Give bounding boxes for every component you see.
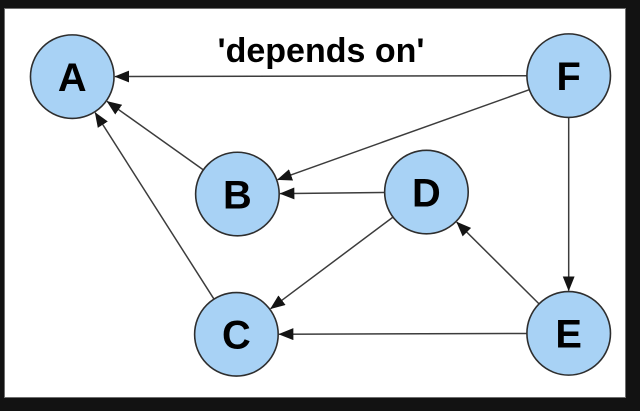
edge-F-A — [114, 70, 527, 83]
node-C-circle — [193, 291, 279, 377]
edge-F-B — [276, 89, 530, 181]
diagram-canvas: A B C D E F 'depends on' — [4, 8, 626, 398]
node-C: C — [193, 291, 279, 377]
node-D: D — [383, 149, 470, 235]
edge-D-C — [270, 216, 394, 310]
node-E-circle — [526, 290, 612, 376]
node-E: E — [526, 290, 612, 376]
node-B: B — [194, 151, 280, 237]
node-F-label: F — [557, 55, 581, 99]
edge-C-A — [94, 112, 215, 300]
edge-label: 'depends on' — [217, 32, 425, 70]
node-F: F — [526, 33, 612, 119]
node-B-label: B — [223, 173, 252, 217]
dependency-graph-svg: A B C D E F — [29, 33, 612, 377]
edge-E-C — [278, 328, 527, 341]
node-E-label: E — [555, 313, 582, 357]
node-D-label: D — [412, 171, 441, 215]
edge-D-B — [279, 187, 385, 200]
edge-B-A — [106, 100, 204, 171]
node-D-circle — [383, 149, 470, 235]
edge-E-D — [456, 221, 540, 305]
node-A-circle — [29, 34, 115, 120]
node-A: A — [29, 34, 115, 120]
node-B-circle — [194, 151, 280, 237]
node-F-circle — [526, 33, 612, 119]
node-C-label: C — [222, 314, 251, 358]
node-A-label: A — [58, 56, 87, 100]
